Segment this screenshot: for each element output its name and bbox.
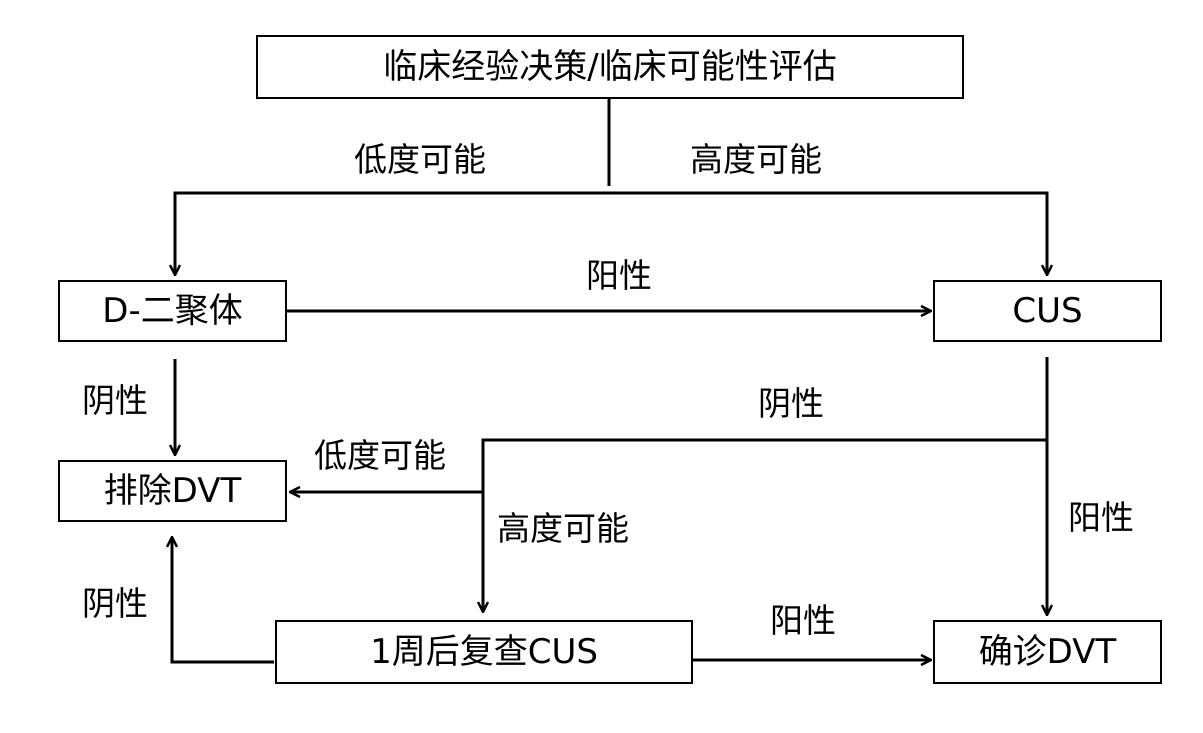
exclude-dvt-box: 排除DVT	[58, 460, 287, 522]
assessment-box: 临床经验决策/临床可能性评估	[256, 35, 964, 99]
label-d-dimer-negative: 阴性	[82, 381, 148, 420]
d-dimer-box: D-二聚体	[58, 280, 287, 342]
connector-recheck-to-exclude	[172, 537, 274, 664]
label-cus-positive: 阳性	[1068, 498, 1134, 537]
recheck-cus-box: 1周后复查CUS	[275, 620, 693, 684]
connector-to-cus	[609, 191, 1047, 275]
label-recheck-positive: 阳性	[770, 601, 836, 640]
label-recheck-negative: 阴性	[82, 584, 148, 623]
label-after-cus-high: 高度可能	[497, 509, 629, 548]
label-d-dimer-positive: 阳性	[586, 256, 652, 295]
label-low-probability: 低度可能	[354, 140, 486, 179]
cus-box: CUS	[933, 280, 1162, 342]
connector-cus-negative-branch	[483, 438, 1047, 612]
label-after-cus-low: 低度可能	[314, 436, 446, 475]
connector-to-d-dimer	[175, 191, 609, 275]
label-cus-negative: 阴性	[758, 384, 824, 423]
confirm-dvt-box: 确诊DVT	[933, 620, 1162, 684]
label-high-probability: 高度可能	[690, 140, 822, 179]
